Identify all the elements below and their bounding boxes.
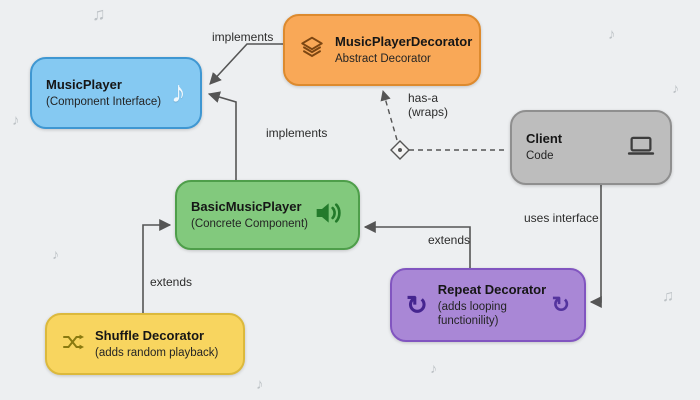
repeat-icon: ↻ xyxy=(551,292,570,317)
edge-label-has-a-line1: has-a xyxy=(408,91,439,105)
background-note-icon: ♪ xyxy=(430,360,437,376)
background-note-icon: ♫ xyxy=(662,288,674,305)
node-subtitle: Code xyxy=(526,150,554,163)
node-title: Repeat Decorator xyxy=(437,281,547,297)
edge-has-a xyxy=(380,89,398,141)
edge-label-has-a-line2: (wraps) xyxy=(408,104,449,119)
node-subtitle: (adds looping xyxy=(437,300,507,313)
background-note-icon: ♪ xyxy=(608,26,616,43)
background-note-icon: ♪ xyxy=(256,376,264,393)
layers-icon xyxy=(299,35,325,65)
edge-label-uses-interface: uses interface xyxy=(524,211,599,225)
node-subtitle: functionility) xyxy=(437,315,499,328)
diamond-dot-icon xyxy=(398,148,402,152)
node-title: MusicPlayer xyxy=(46,76,122,92)
node-title: BasicMusicPlayer xyxy=(191,198,302,214)
edge-extends-left xyxy=(142,219,172,313)
background-note-icon: ♫ xyxy=(92,4,106,24)
edge-label-extends-left: extends xyxy=(150,275,193,289)
node-subtitle: Abstract Decorator xyxy=(335,52,431,65)
edge-uses-interface xyxy=(589,185,602,308)
node-repeat-decorator[interactable]: ↻ Repeat Decorator (adds looping functio… xyxy=(390,268,586,342)
music-note-icon: ♪ xyxy=(171,76,186,109)
node-music-player[interactable]: MusicPlayer (Component Interface) ♪ xyxy=(30,57,202,129)
repeat-icon: ↻ xyxy=(406,290,428,320)
node-subtitle: (Component Interface) xyxy=(46,95,162,108)
edge-implements-mid xyxy=(207,91,237,180)
shuffle-icon xyxy=(61,330,85,358)
edge-implements-top xyxy=(209,43,283,85)
background-note-icon: ♪ xyxy=(12,112,20,129)
node-subtitle: (Concrete Component) xyxy=(191,217,308,230)
node-title: Shuffle Decorator xyxy=(95,327,205,343)
edge-label-implements-mid: implements xyxy=(266,126,328,140)
node-title: Client xyxy=(526,131,563,147)
node-title: MusicPlayerDecorator xyxy=(335,33,473,49)
edge-label-has-a: has-a (wraps) xyxy=(408,91,449,120)
aggregation-diamond-icon xyxy=(390,140,410,160)
node-music-player-decorator[interactable]: MusicPlayerDecorator Abstract Decorator xyxy=(283,14,481,86)
edge-label-extends-right: extends xyxy=(428,233,471,247)
edge-label-implements-top: implements xyxy=(212,30,274,44)
node-basic-music-player[interactable]: BasicMusicPlayer (Concrete Component) xyxy=(175,180,360,250)
node-shuffle-decorator[interactable]: Shuffle Decorator (adds random playback) xyxy=(45,313,245,375)
speaker-icon xyxy=(312,197,344,233)
background-note-icon: ♪ xyxy=(672,80,679,96)
node-client[interactable]: Client Code xyxy=(510,110,672,185)
node-subtitle: (adds random playback) xyxy=(95,346,219,359)
background-note-icon: ♪ xyxy=(52,246,59,262)
laptop-icon xyxy=(626,131,656,165)
